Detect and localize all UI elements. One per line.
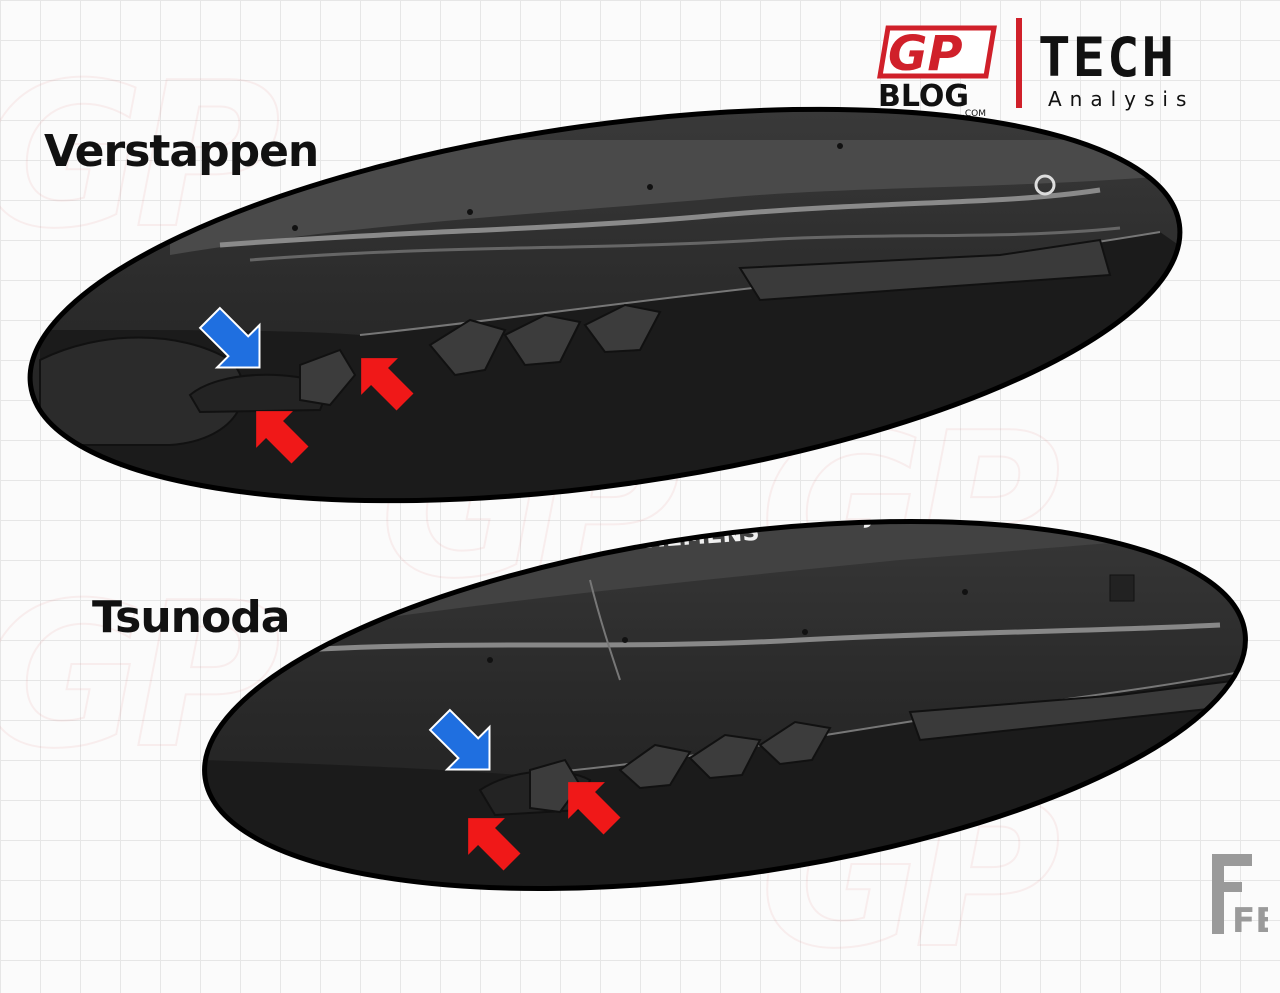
driver-label-tsunoda: Tsunoda [92,592,290,643]
gp-blog-logo: GP BLOG .COM [877,25,997,118]
red-arrow-icon [568,782,621,835]
red-arrow-icon [361,358,414,411]
tsunoda-floor-view: SIEMENS H:J [181,480,1269,900]
floor-comparison-illustration: SIEMENS H:J [5,100,1269,900]
logo-divider [1016,18,1022,108]
red-arrow-icon [256,411,309,464]
hrc-sponsor-text: H:J [839,504,876,531]
verstappen-floor-view [5,100,1205,520]
blue-arrow-icon [428,708,491,771]
logo-blog-text: BLOG [878,79,969,114]
gp-blog-tech-analysis-logo: GP BLOG .COM TECH Analysis [877,18,1194,118]
logo-analysis-text: Analysis [1048,87,1194,111]
logo-gp-text: GP [888,26,963,82]
artist-signature-fb: FB [1212,854,1268,936]
signature-letters: FB [1232,901,1268,936]
logo-tech-text: TECH [1038,26,1176,89]
blue-arrow-icon [198,306,261,369]
logo-dotcom-text: .COM [962,109,986,118]
driver-label-verstappen: Verstappen [44,126,319,177]
top-lens-outline [27,106,1183,504]
red-arrow-icon [468,818,521,871]
bottom-lens-outline [202,518,1248,892]
